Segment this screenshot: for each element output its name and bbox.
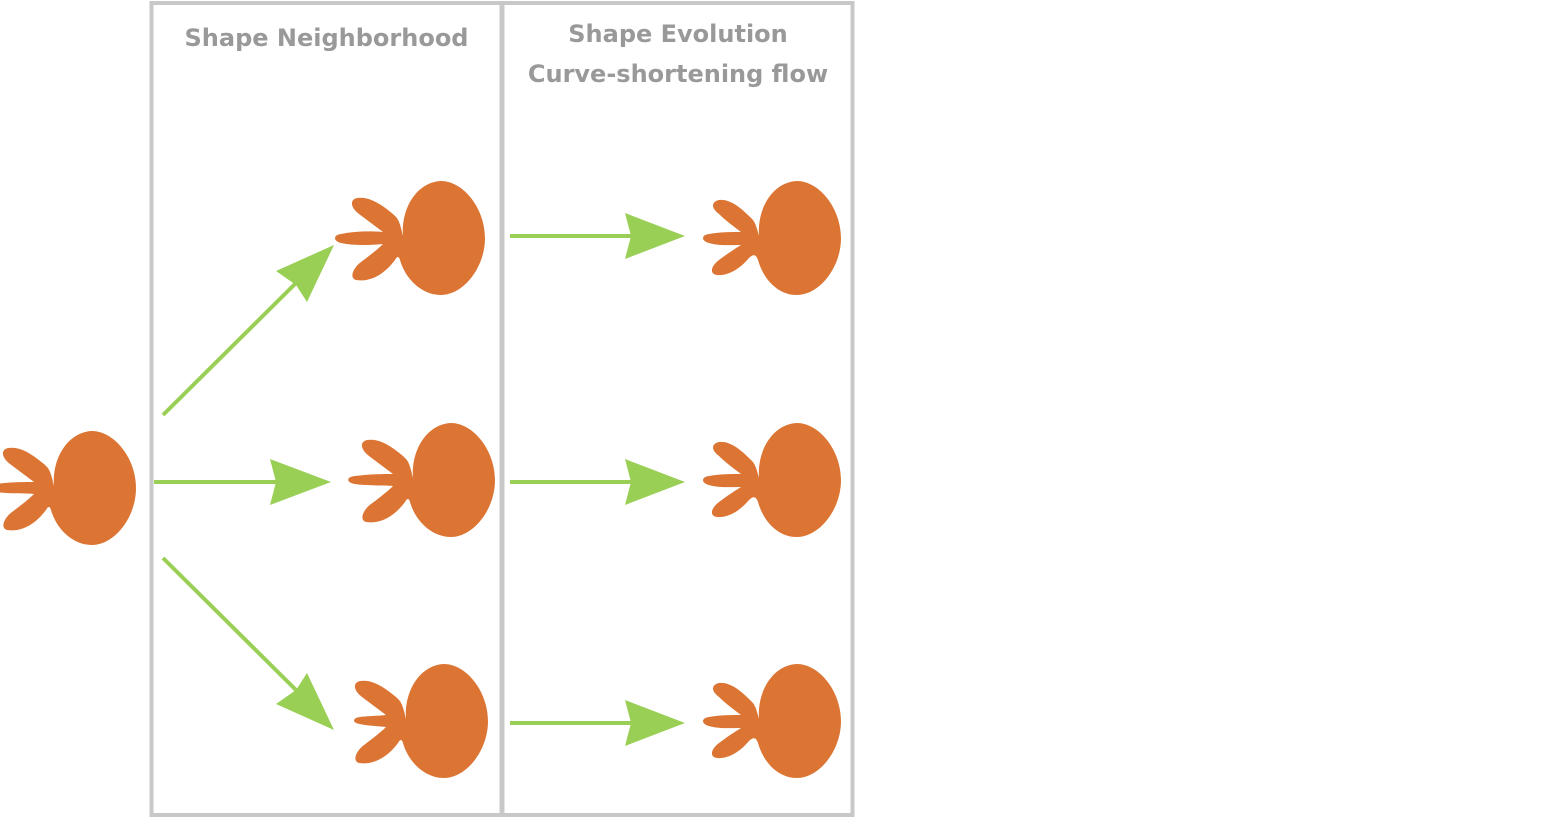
shape-neighbor-bottom [354, 664, 488, 778]
arrow-head [625, 700, 685, 746]
arrow-head [625, 213, 685, 259]
shape-neighbor-middle [348, 423, 495, 537]
panel-title-text: Shape Neighborhood [184, 24, 469, 52]
arrow-head [625, 459, 685, 505]
shape-evolved-middle [703, 423, 841, 537]
arrow-evolve-middle [510, 459, 685, 505]
shape-evolved-top [703, 181, 841, 295]
shape-blob [348, 423, 495, 537]
arrow-head [270, 459, 331, 505]
arrow-head [276, 245, 334, 302]
shape-evolved-bottom [703, 664, 841, 778]
shape-blob [335, 181, 485, 295]
arrow-evolve-bottom [510, 700, 685, 746]
shape-blob [354, 664, 488, 778]
arrow-shaft [161, 279, 300, 417]
shape-blob [703, 423, 841, 537]
arrow-to-neighbor-top [161, 245, 334, 417]
shape-neighbor-top [335, 181, 485, 295]
arrow-head [276, 673, 334, 730]
panel-frame-evolution [500, 1, 855, 817]
arrow-to-neighbor-middle [154, 459, 331, 505]
shape-blob [703, 181, 841, 295]
panel-title-line2: Curve-shortening flow [527, 60, 829, 88]
panel-title-neighborhood: Shape Neighborhood [153, 18, 500, 58]
panel-title-evolution: Shape Evolution Curve-shortening flow [504, 14, 852, 94]
arrow-evolve-top [510, 213, 685, 259]
arrow-shaft [161, 556, 300, 694]
frame-rect [500, 1, 855, 817]
shape-blob [0, 431, 136, 545]
arrow-to-neighbor-bottom [161, 556, 334, 730]
shape-blob [703, 664, 841, 778]
shape-source [0, 431, 136, 545]
panel-title-line1: Shape Evolution [568, 20, 788, 48]
